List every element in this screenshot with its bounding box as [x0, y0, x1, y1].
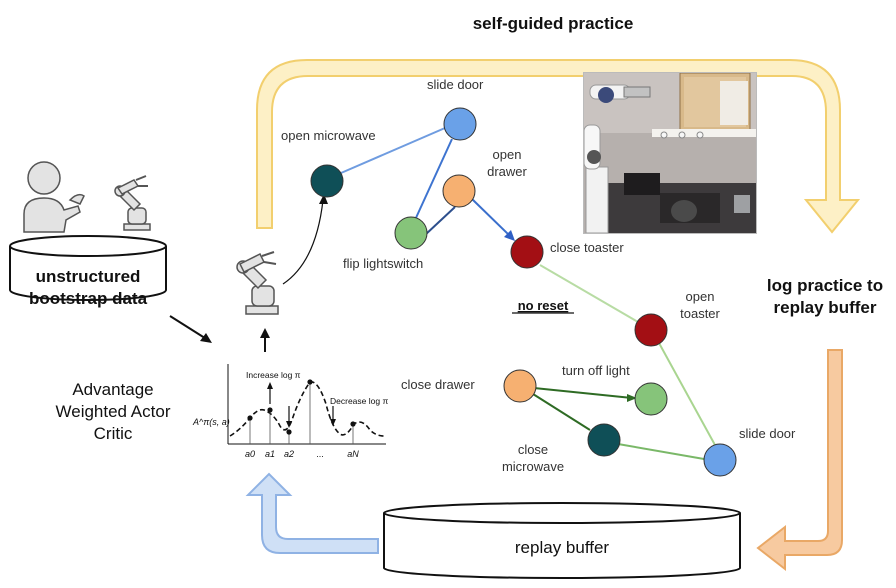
label-slide-door-1: slide door: [427, 77, 484, 92]
top-practice-arrow: [256, 59, 861, 234]
replay-buffer-cylinder: replay buffer: [383, 502, 741, 579]
node-slide-door-1: [443, 107, 477, 141]
person-icon: [23, 161, 85, 233]
label-turn-off-light: turn off light: [562, 363, 630, 378]
log-practice-line1: log practice to: [767, 276, 883, 295]
label-open-microwave: open microwave: [281, 128, 376, 143]
bootstrap-label-line1: unstructured: [36, 267, 141, 286]
plot-increase-label: Increase log π: [246, 370, 301, 380]
node-close-toaster: [510, 235, 544, 269]
robot-arm-icon: [236, 251, 279, 315]
node-slide-door-2: [703, 443, 737, 477]
label-open-drawer-1a: open: [493, 147, 522, 162]
label-slide-door-2: slide door: [739, 426, 796, 441]
robot-arm-icon-small: [114, 175, 151, 231]
label-close-drawer: close drawer: [401, 377, 475, 392]
replay-buffer-label: replay buffer: [515, 538, 610, 557]
kitchen-photo-drawing: [584, 73, 756, 233]
left-return-arrow: [245, 472, 379, 554]
node-flip-lightswitch: [394, 216, 428, 250]
label-flip-lightswitch: flip lightswitch: [343, 256, 423, 271]
label-close-microwave-b: microwave: [502, 459, 564, 474]
plot-decrease-label: Decrease log π: [330, 396, 388, 406]
plot-tick-a2: a2: [284, 449, 294, 459]
awac-line2: Weighted Actor: [56, 402, 171, 421]
bootstrap-to-plot-arrowhead: [200, 333, 212, 343]
bootstrap-data-cylinder: unstructured bootstrap data: [9, 235, 167, 308]
label-open-toaster-b: toaster: [680, 306, 720, 321]
awac-plot: [227, 364, 386, 445]
node-close-drawer: [503, 369, 537, 403]
node-open-toaster: [634, 313, 668, 347]
plot-tick-a0: a0: [245, 449, 255, 459]
node-open-drawer-1: [442, 174, 476, 208]
plot-tick-dots: ...: [316, 449, 324, 459]
awac-line1: Advantage: [72, 380, 153, 399]
no-reset-label: no reset: [518, 298, 569, 313]
plot-ylabel: A^π(s, a): [192, 417, 230, 427]
label-open-toaster-a: open: [686, 289, 715, 304]
node-turn-off-light: [634, 382, 668, 416]
awac-line3: Critic: [94, 424, 133, 443]
label-close-toaster: close toaster: [550, 240, 624, 255]
label-close-microwave-a: close: [518, 442, 548, 457]
node-close-microwave: [587, 423, 621, 457]
kitchen-robot-photo: [583, 72, 757, 234]
bootstrap-to-plot-arrow: [169, 315, 209, 341]
plot-tick-an: aN: [347, 449, 359, 459]
robot-to-task-arrow: [282, 199, 324, 285]
node-open-microwave: [310, 164, 344, 198]
log-practice-line2: replay buffer: [774, 298, 877, 317]
bootstrap-label-line2: bootstrap data: [29, 289, 148, 308]
plot-tick-a1: a1: [265, 449, 275, 459]
label-open-drawer-1b: drawer: [487, 164, 527, 179]
robot-to-task-arrowhead: [319, 194, 328, 204]
title: self-guided practice: [473, 14, 634, 33]
plot-to-robot-arrowhead: [260, 328, 270, 338]
task-edges: [340, 127, 716, 460]
right-log-arrow: [756, 349, 843, 572]
